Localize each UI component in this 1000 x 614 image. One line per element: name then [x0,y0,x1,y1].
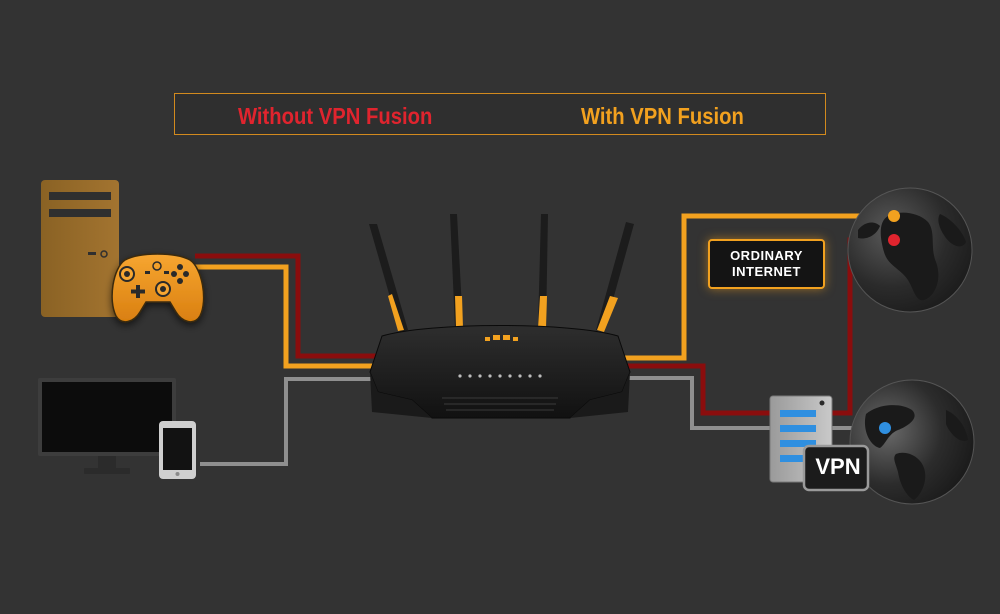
ordinary-internet-line1: ORDINARY [730,248,803,263]
globe-icon [847,187,973,313]
ordinary-internet-line2: INTERNET [732,264,801,279]
vpn-badge-label: VPN [815,454,861,479]
legend-with-vpn-fusion: With VPN Fusion [581,103,744,129]
monitor-icon [38,378,176,474]
legend-box [174,93,826,135]
router-icon [369,214,634,419]
wire-tablet-grey [200,377,380,466]
tablet-icon [159,421,196,479]
globe-endpoint-red [888,234,900,246]
ordinary-internet-tag: ORDINARY INTERNET [708,239,825,289]
wire-gamepad-orange [195,264,380,369]
left-wires [195,253,380,466]
wire-direct-grey [622,376,885,430]
gamepad-icon [111,253,205,323]
globe-endpoint-blue [879,422,891,434]
vpn-badge [802,444,870,492]
pc-tower-icon [41,180,119,317]
wire-ordinary-internet-orange [622,213,893,361]
legend-without-vpn-fusion: Without VPN Fusion [238,103,433,129]
server-icon [769,395,870,492]
globe-endpoint-orange [888,210,900,222]
wire-gamepad-red [195,253,380,359]
